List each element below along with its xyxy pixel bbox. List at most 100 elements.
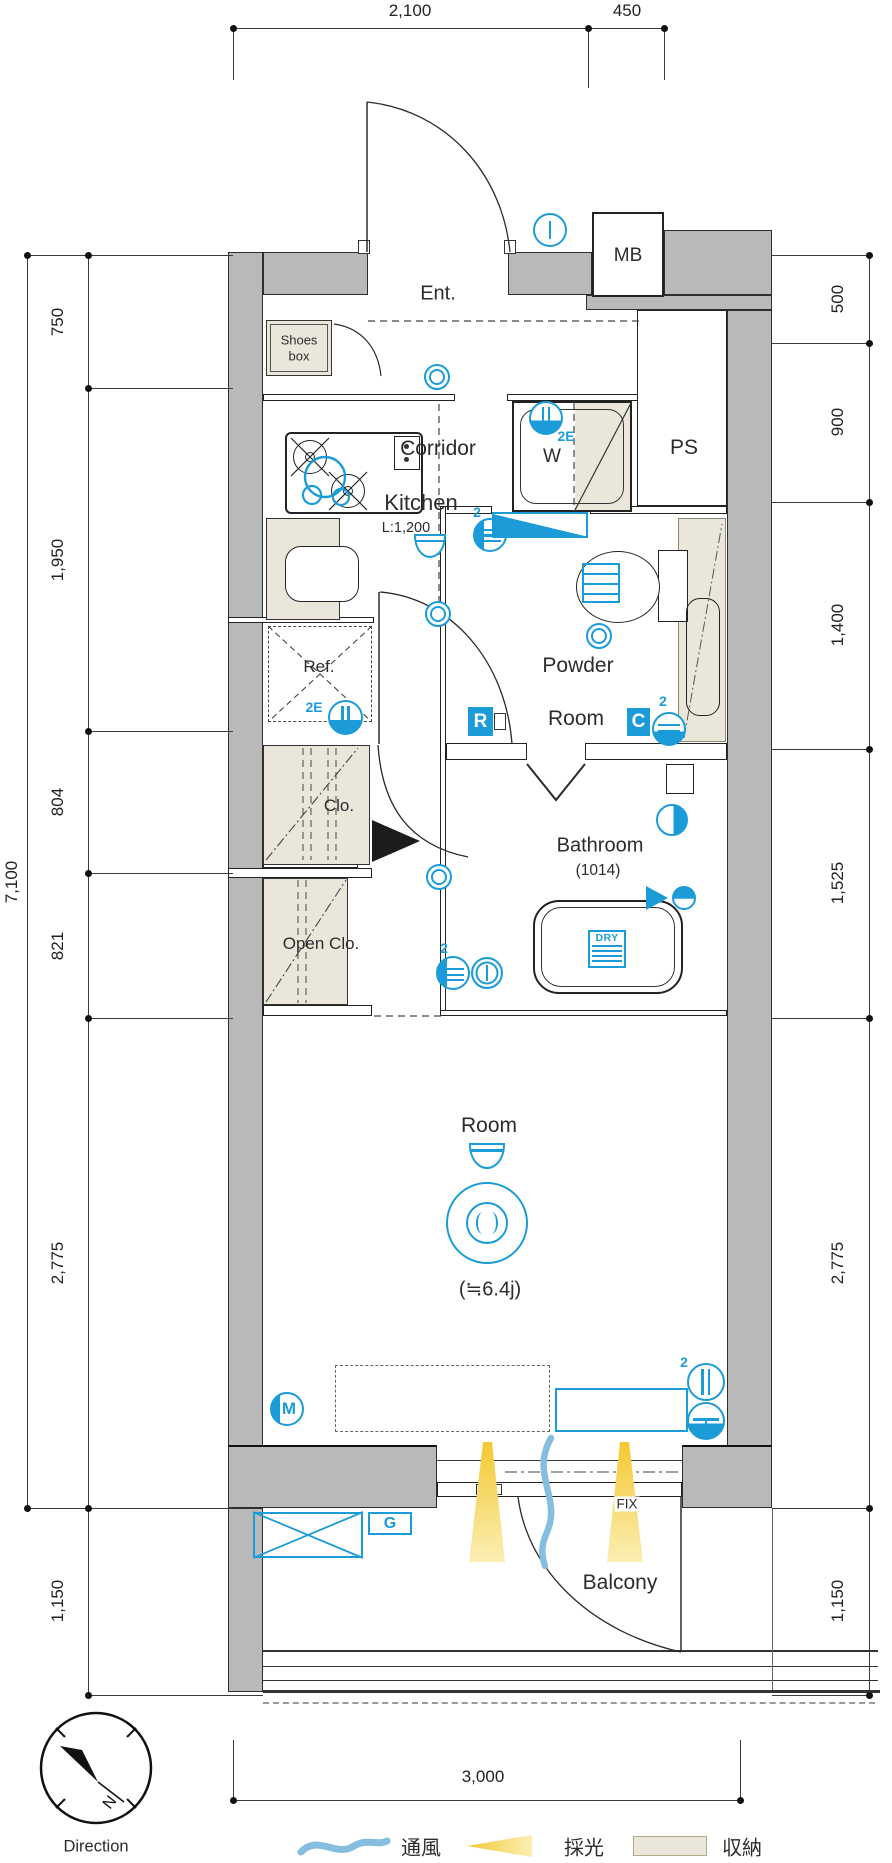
room-label-openclo: Open Clo.	[282, 934, 360, 953]
wall	[664, 230, 772, 295]
intercom-icon	[533, 213, 567, 247]
extension-line	[27, 1508, 233, 1509]
compass-north-label: N	[100, 1793, 121, 1813]
marker-g: G	[368, 1512, 412, 1535]
bath-dryer-icon: DRY	[588, 930, 626, 968]
window-line	[437, 1460, 682, 1461]
stove-knob	[404, 457, 409, 462]
ac-unit	[555, 1388, 688, 1432]
icon-part	[466, 1202, 508, 1244]
legend-airflow-label: 通風	[401, 1837, 441, 1860]
marker-r-box	[494, 713, 506, 730]
extension-line	[772, 502, 869, 503]
extension-line	[664, 28, 665, 80]
legend-daylight-icon	[467, 1835, 532, 1857]
icon-part	[416, 540, 444, 543]
icon-part	[478, 529, 502, 532]
outlet-icon	[687, 1402, 725, 1440]
ceiling-light-icon	[426, 864, 452, 890]
room-label-powder: Powder	[542, 654, 614, 677]
shoes-box	[266, 320, 332, 376]
room-label-ps: PS	[669, 436, 699, 459]
balcony-divider	[772, 1508, 773, 1690]
sash-handle	[476, 1484, 488, 1495]
extension-line	[740, 1740, 741, 1800]
dimension-dot	[865, 339, 873, 347]
room-label-corridor: Corridor	[400, 437, 476, 460]
dimension-dot	[84, 1504, 92, 1512]
wall	[228, 1445, 437, 1508]
meter-box	[592, 212, 664, 297]
pipe-space	[637, 310, 727, 506]
dimension-dot	[84, 727, 92, 735]
dim-right-1525: 1,525	[828, 861, 847, 905]
compass-needle	[60, 1746, 98, 1782]
dimension-dot	[84, 1691, 92, 1699]
extension-line	[233, 1740, 234, 1800]
room-label-bathroom: Bathroom	[556, 834, 644, 857]
outlet-icon	[652, 712, 686, 746]
icon-part	[430, 606, 446, 622]
wall	[228, 252, 263, 1508]
compass-tick	[55, 1727, 66, 1738]
kitchen-sink	[285, 546, 359, 602]
window-sash	[437, 1482, 682, 1497]
dim-left-804: 804	[48, 787, 67, 817]
room-label-clo: Clo.	[323, 796, 355, 815]
dimension-dot	[865, 745, 873, 753]
room-label-shoesbox: Shoes	[280, 332, 318, 348]
icon-part	[478, 534, 502, 537]
wall	[727, 310, 772, 1508]
shoes-box-inner	[270, 324, 328, 372]
ceiling-rose-icon	[446, 1182, 528, 1264]
stove-knob	[404, 444, 409, 449]
partition-wall	[446, 743, 527, 760]
extension-line	[772, 343, 869, 344]
extension-line	[588, 28, 589, 88]
extension-line	[772, 255, 869, 256]
marker-m: M	[270, 1392, 304, 1426]
closet-shelf	[263, 1005, 372, 1016]
dimension-line	[27, 255, 28, 1508]
room-label-ref: Ref.	[303, 657, 335, 676]
wall	[586, 295, 772, 310]
outlet-count-label: 2	[473, 504, 481, 520]
bathroom-door	[526, 763, 586, 802]
marker-c: C	[627, 708, 650, 736]
marker-g-label: G	[383, 1514, 397, 1532]
extension-line	[772, 1018, 869, 1019]
balcony-railing	[263, 1650, 878, 1652]
compass-label: Direction	[63, 1837, 129, 1856]
icon-part	[471, 1149, 503, 1152]
burner	[293, 440, 327, 474]
burner	[331, 474, 365, 508]
room-label-balcony: Balcony	[582, 1571, 658, 1594]
compass: N	[39, 1711, 153, 1825]
airflow-wave	[539, 1434, 555, 1570]
room-label-room: Room	[460, 1114, 518, 1137]
dimension-dot	[584, 24, 592, 32]
dim-top-1: 2,100	[388, 1, 432, 20]
ceiling-light-icon	[586, 623, 612, 649]
dim-right-900: 900	[828, 407, 847, 437]
icon-part	[441, 979, 465, 982]
stove-knob-panel	[394, 436, 420, 470]
dim-left-1950: 1,950	[48, 538, 67, 582]
bathtub-inner	[541, 907, 675, 987]
dimension-dot	[84, 1014, 92, 1022]
outlet-count-label: 2	[680, 1354, 688, 1370]
room-label-ent: Ent.	[420, 282, 456, 305]
extension-line	[88, 388, 233, 389]
icon-part	[701, 1369, 704, 1395]
dim-bottom-3000: 3,000	[461, 1767, 505, 1786]
dimension-dot	[865, 1691, 873, 1699]
extension-line	[233, 28, 234, 80]
room-door-swing	[377, 744, 469, 858]
extension-line	[88, 873, 233, 874]
shower-icon-fill	[673, 887, 695, 898]
icon-part	[341, 705, 344, 730]
vanity-basin	[686, 598, 720, 716]
dimension-dot	[660, 24, 668, 32]
room-label-washer: W	[543, 446, 561, 467]
icon-part	[704, 1418, 708, 1434]
